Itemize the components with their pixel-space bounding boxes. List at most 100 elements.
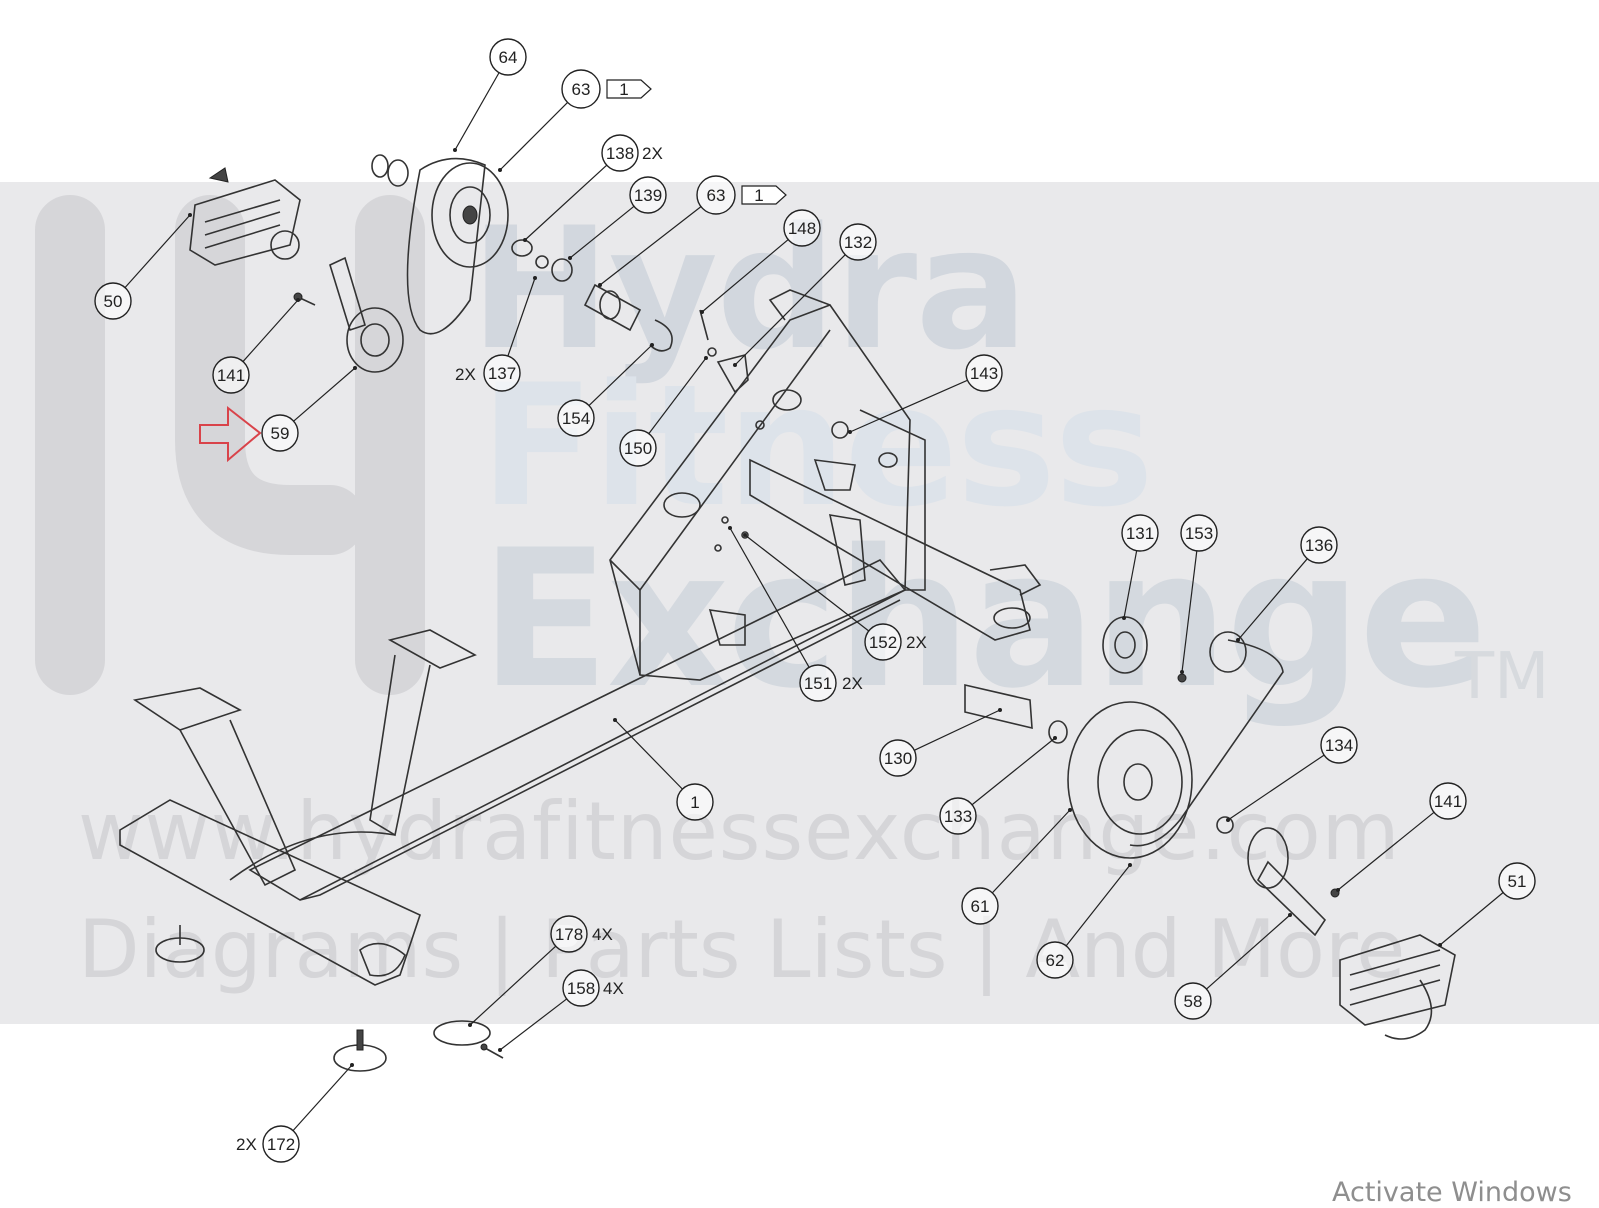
callout-c133: 133 (939, 797, 977, 835)
watermark-logo-icon (35, 195, 425, 695)
callout-circle (939, 797, 977, 835)
leader-tip-c62 (1128, 863, 1132, 867)
left-pedal (189, 167, 301, 266)
callout-circle (696, 175, 736, 215)
callout-label: 1 (690, 793, 699, 812)
callout-label: 132 (844, 233, 872, 252)
callout-label: 64 (499, 48, 518, 67)
callout-label: 153 (1185, 524, 1213, 543)
callout-label: 158 (567, 979, 595, 998)
callout-label: 63 (572, 80, 591, 99)
activate-windows-notice: Activate Windows (1332, 1177, 1572, 1208)
note-flag-icon: 1 (606, 79, 652, 99)
leader-tip-c50 (188, 213, 192, 217)
leader-line-c51 (1439, 892, 1504, 946)
leader-tip-c64 (453, 148, 457, 152)
callout-circle (601, 134, 639, 172)
callout-c132: 132 (839, 223, 877, 261)
leader-tip-c51 (1438, 943, 1442, 947)
leader-line-c141a (242, 299, 299, 362)
watermark-brand-line1: Hydra (470, 191, 1029, 387)
callout-label: 141 (217, 366, 245, 385)
callout-circle (864, 623, 902, 661)
leader-line-c61 (991, 809, 1071, 894)
callout-label: 133 (944, 807, 972, 826)
callout-circle (561, 69, 601, 109)
leader-tip-c172 (350, 1063, 354, 1067)
leader-tip-c154 (650, 343, 654, 347)
callout-label: 50 (104, 292, 123, 311)
leader-tip-c151 (728, 526, 732, 530)
callout-quantity: 2X (906, 633, 927, 652)
left-crank (293, 256, 404, 373)
leader-tip-c63b (598, 283, 602, 287)
leader-line-c138 (524, 164, 608, 241)
leader-line-c63a (499, 102, 568, 171)
callout-label: 139 (634, 186, 662, 205)
callout-c150: 150 (619, 429, 657, 467)
leader-line-c151 (729, 527, 810, 668)
callout-circle (1300, 526, 1338, 564)
leader-line-c158 (499, 998, 568, 1051)
leader-line-c50 (124, 214, 191, 288)
callout-circle (483, 354, 521, 392)
callout-circle (961, 887, 999, 925)
callout-label: 51 (1508, 872, 1527, 891)
leader-line-c131 (1123, 550, 1138, 619)
callout-circle (619, 429, 657, 467)
leader-tip-c63a (498, 168, 502, 172)
callout-circle (562, 969, 600, 1007)
callout-circle (799, 664, 837, 702)
callout-circle (1498, 862, 1536, 900)
belt-pulley-64 (371, 154, 509, 335)
watermark-tagline: Diagrams | Parts Lists | And More (78, 903, 1406, 996)
callout-label: 131 (1126, 524, 1154, 543)
callout-circle (212, 356, 250, 394)
leader-tip-c139 (568, 256, 572, 260)
leader-tip-c61 (1068, 808, 1072, 812)
leader-tip-c130 (998, 708, 1002, 712)
leader-line-c137 (507, 277, 536, 357)
callout-quantity: 2X (455, 365, 476, 384)
leader-tip-c153 (1180, 670, 1184, 674)
leader-tip-c136 (1236, 638, 1240, 642)
note-flag-label: 1 (754, 186, 763, 205)
leader-line-c153 (1181, 550, 1198, 673)
callout-label: 134 (1325, 736, 1353, 755)
callout-c61: 61 (961, 887, 999, 925)
callout-circle (676, 783, 714, 821)
leader-line-c62 (1065, 864, 1131, 947)
leader-tip-c141a (296, 298, 300, 302)
leader-tip-c158 (498, 1048, 502, 1052)
leader-tip-c137 (533, 276, 537, 280)
leader-line-c172 (292, 1064, 353, 1132)
callout-label: 152 (869, 633, 897, 652)
leader-tip-c148 (700, 310, 704, 314)
leader-line-c148 (701, 239, 789, 313)
callout-label: 58 (1184, 992, 1203, 1011)
callout-circle (261, 414, 299, 452)
callout-circle (1180, 514, 1218, 552)
callout-label: 136 (1305, 536, 1333, 555)
leader-line-c130 (914, 709, 1001, 751)
callout-circle (965, 354, 1003, 392)
idler-and-drive (964, 616, 1340, 937)
leader-line-c58 (1206, 914, 1291, 990)
right-pedal (1339, 934, 1456, 1040)
leader-line-c64 (454, 72, 500, 151)
callout-c59: 59 (261, 414, 299, 452)
note-flag-label: 1 (619, 80, 628, 99)
callout-label: 148 (788, 219, 816, 238)
callout-c131: 131 (1121, 514, 1159, 552)
leader-line-c133 (971, 737, 1056, 806)
leader-line-c134 (1227, 754, 1325, 821)
callout-circle (879, 739, 917, 777)
callout-label: 150 (624, 439, 652, 458)
callout-circle (262, 1125, 300, 1163)
callout-c64: 64 (489, 38, 527, 76)
